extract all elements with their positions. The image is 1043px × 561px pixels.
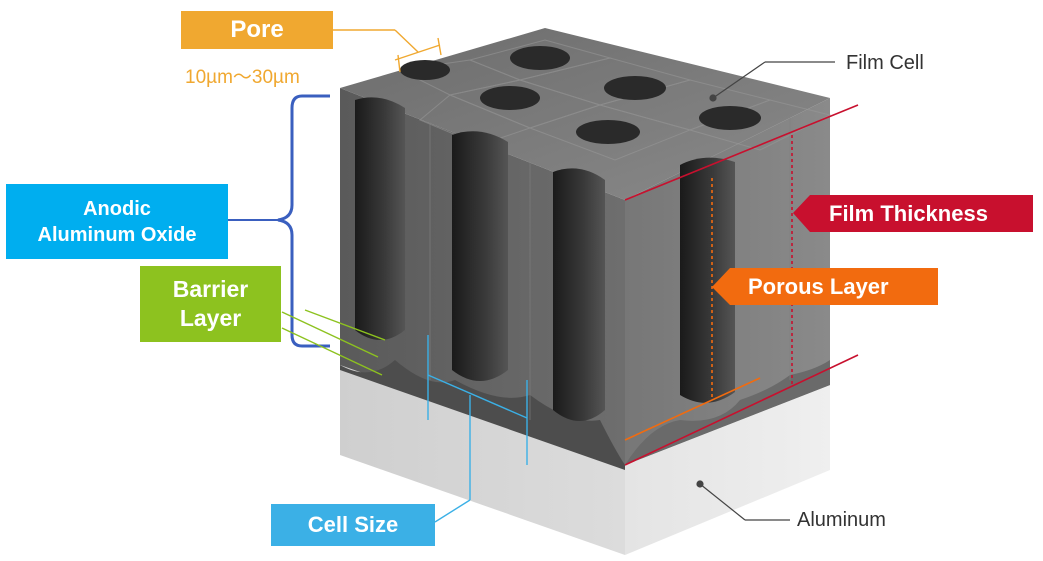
pore-opening <box>480 86 540 110</box>
oxide-block <box>340 28 832 470</box>
top-pores <box>400 46 761 144</box>
oxide-top-face <box>340 28 830 200</box>
film-cell-pointer <box>709 61 835 102</box>
pore-label: Pore <box>181 11 333 49</box>
pore-opening <box>699 106 761 130</box>
barrier-layer-label: Barrier Layer <box>140 266 281 342</box>
front-pore-channels <box>355 97 735 421</box>
film-cell-label: Film Cell <box>846 52 924 74</box>
barrier-pointer-lines <box>281 309 386 376</box>
porous-layer-tag-shape <box>712 268 938 305</box>
pore-channel <box>680 157 735 403</box>
film-thickness-label: Film Thickness <box>829 200 988 226</box>
pore-dimension-marker <box>333 29 442 73</box>
anodic-label-line1: Anodic <box>83 197 151 220</box>
barrier-label-line1: Barrier <box>172 276 249 303</box>
anodic-aluminum-oxide-label: Anodic Aluminum Oxide <box>6 184 228 259</box>
aluminum-front-face <box>340 365 625 555</box>
porous-layer-lines <box>624 178 761 441</box>
barrier-label-line2: Layer <box>179 305 242 331</box>
pore-opening <box>604 76 666 100</box>
aluminum-side-face <box>625 385 830 555</box>
front-pillar-highlights <box>429 118 791 420</box>
cell-size-marker <box>427 335 528 523</box>
pore-channel <box>452 131 508 381</box>
anodic-oxide-brace <box>277 94 330 348</box>
pore-channel <box>553 168 605 421</box>
aluminum-pointer <box>696 480 790 521</box>
film-thickness-tag-shape <box>793 195 1033 232</box>
pore-opening <box>510 46 570 70</box>
barrier-scallops-side <box>625 360 830 465</box>
aluminum-label: Aluminum <box>797 509 886 531</box>
barrier-scallops-front <box>340 360 625 470</box>
film-thickness-lines <box>624 104 859 466</box>
pore-channel <box>355 97 405 340</box>
pore-opening <box>400 60 450 80</box>
aluminum-substrate <box>340 365 830 555</box>
pore-opening <box>576 120 640 144</box>
pore-size-range: 10µm〜30µm <box>185 67 300 88</box>
porous-layer-label: Porous Layer <box>748 273 889 299</box>
cell-size-label: Cell Size <box>271 504 435 546</box>
anodic-label-line2: Aluminum Oxide <box>37 223 197 246</box>
